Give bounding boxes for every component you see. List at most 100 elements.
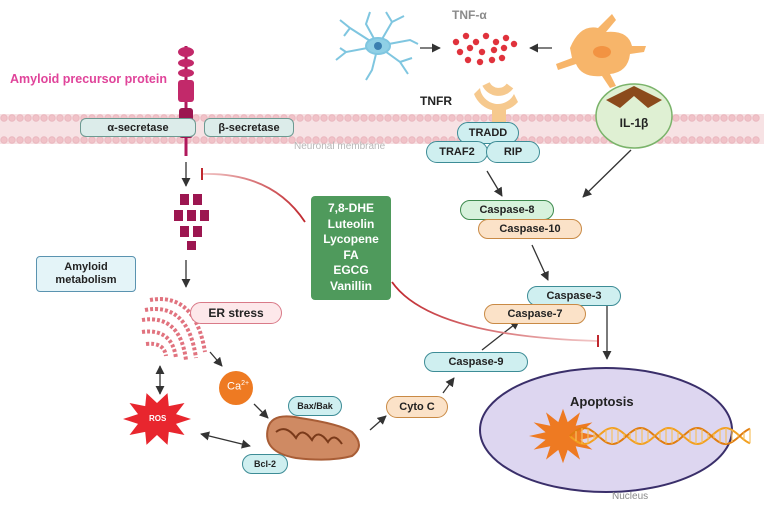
membrane-lipid	[136, 136, 144, 144]
membrane-lipid	[320, 114, 328, 122]
caspase-10-pill: Caspase-10	[478, 219, 582, 239]
compound-item: FA	[343, 247, 359, 262]
bcl2-pill: Bcl-2	[242, 454, 288, 474]
membrane-lipid	[536, 114, 544, 122]
arrow-il1b-to-casp8	[582, 149, 632, 198]
membrane-lipid	[120, 136, 128, 144]
membrane-lipid	[168, 136, 176, 144]
membrane-lipid	[560, 136, 568, 144]
compounds-list: 7,8-DHE Luteolin Lycopene FA EGCG Vanill…	[311, 201, 391, 294]
membrane-lipid	[376, 136, 384, 144]
membrane-lipid	[736, 114, 744, 122]
er-stress-pill: ER stress	[190, 302, 282, 324]
membrane-lipid	[392, 136, 400, 144]
membrane-lipid	[568, 136, 576, 144]
membrane-lipid	[240, 136, 248, 144]
il1b-receptor-icon	[595, 83, 673, 149]
membrane-lipid	[728, 136, 736, 144]
caspase-9-pill: Caspase-9	[424, 352, 528, 372]
cyto-c-pill: Cyto C	[386, 396, 448, 418]
tnf-label: TNF-α	[452, 8, 487, 22]
membrane-lipid	[8, 114, 16, 122]
compound-item: Vanillin	[329, 278, 372, 293]
membrane-lipid	[512, 114, 520, 122]
membrane-lipid	[384, 136, 392, 144]
compound-item: Lycopene	[323, 232, 379, 246]
membrane-lipid	[480, 114, 488, 122]
membrane-lipid	[88, 136, 96, 144]
membrane-lipid	[752, 114, 760, 122]
membrane-lipid	[576, 136, 584, 144]
membrane-lipid	[112, 136, 120, 144]
membrane-lipid	[680, 114, 688, 122]
membrane-lipid	[392, 114, 400, 122]
membrane-lipid	[544, 114, 552, 122]
membrane-lipid	[720, 136, 728, 144]
membrane-lipid	[144, 136, 152, 144]
microglia-icon	[556, 14, 646, 88]
arrow-ca-to-mito	[253, 403, 269, 419]
membrane-lipid	[712, 114, 720, 122]
endoplasmic-reticulum-icon	[141, 297, 207, 361]
membrane-lipid	[152, 136, 160, 144]
membrane-lipid	[288, 136, 296, 144]
membrane-lipid	[352, 114, 360, 122]
membrane-lipid	[568, 114, 576, 122]
membrane-lipid	[696, 136, 704, 144]
membrane-lipid	[336, 114, 344, 122]
membrane-lipid	[280, 136, 288, 144]
membrane-lipid	[232, 136, 240, 144]
membrane-lipid	[64, 136, 72, 144]
membrane-lipid	[464, 114, 472, 122]
membrane-lipid	[200, 136, 208, 144]
app-label: Amyloid precursor protein	[10, 72, 167, 86]
membrane-lipid	[368, 114, 376, 122]
membrane-lipid	[576, 114, 584, 122]
membrane-lipid	[336, 136, 344, 144]
caspase-7-pill: Caspase-7	[484, 304, 586, 324]
membrane-lipid	[424, 114, 432, 122]
membrane-lipid	[160, 136, 168, 144]
membrane-lipid	[224, 136, 232, 144]
bax-bak-pill: Bax/Bak	[288, 396, 342, 416]
membrane-lipid	[680, 136, 688, 144]
compounds-box	[311, 196, 391, 300]
membrane-lipid	[672, 136, 680, 144]
membrane-lipid	[32, 114, 40, 122]
membrane-lipid	[704, 136, 712, 144]
ca-label: Ca2+	[227, 380, 249, 393]
membrane-lipid	[24, 114, 32, 122]
apoptosis-burst-icon	[529, 408, 597, 464]
membrane-lipid	[744, 114, 752, 122]
arrow-mito-to-cytoc	[369, 415, 387, 431]
ros-label: ROS	[149, 414, 167, 423]
caspase-3-pill: Caspase-3	[527, 286, 621, 306]
amyloid-metabolism-box: Amyloid metabolism	[36, 256, 136, 292]
membrane-lipid	[40, 136, 48, 144]
membrane-lipid	[560, 114, 568, 122]
membrane-lipid	[312, 136, 320, 144]
beta-secretase-box: β-secretase	[204, 118, 294, 137]
membrane-lipid	[416, 114, 424, 122]
membrane-lipid	[48, 114, 56, 122]
membrane-lipid	[552, 136, 560, 144]
membrane-lipid	[408, 114, 416, 122]
membrane-lipid	[216, 136, 224, 144]
membrane-lipid	[320, 136, 328, 144]
il1b-label: IL-1β	[619, 116, 649, 130]
membrane-lipid	[520, 114, 528, 122]
membrane-lipid	[528, 114, 536, 122]
membrane-lipid	[664, 136, 672, 144]
membrane-lipid	[248, 136, 256, 144]
membrane-lipid	[32, 136, 40, 144]
membrane-lipid	[352, 136, 360, 144]
membrane-lipid	[8, 136, 16, 144]
membrane-lipid	[328, 136, 336, 144]
membrane-lipid	[744, 136, 752, 144]
membrane-lipid	[40, 114, 48, 122]
membrane-lipid	[584, 136, 592, 144]
membrane-lipid	[472, 114, 480, 122]
membrane-lipid	[56, 114, 64, 122]
membrane-lipid	[72, 136, 80, 144]
membrane-lipid	[688, 136, 696, 144]
